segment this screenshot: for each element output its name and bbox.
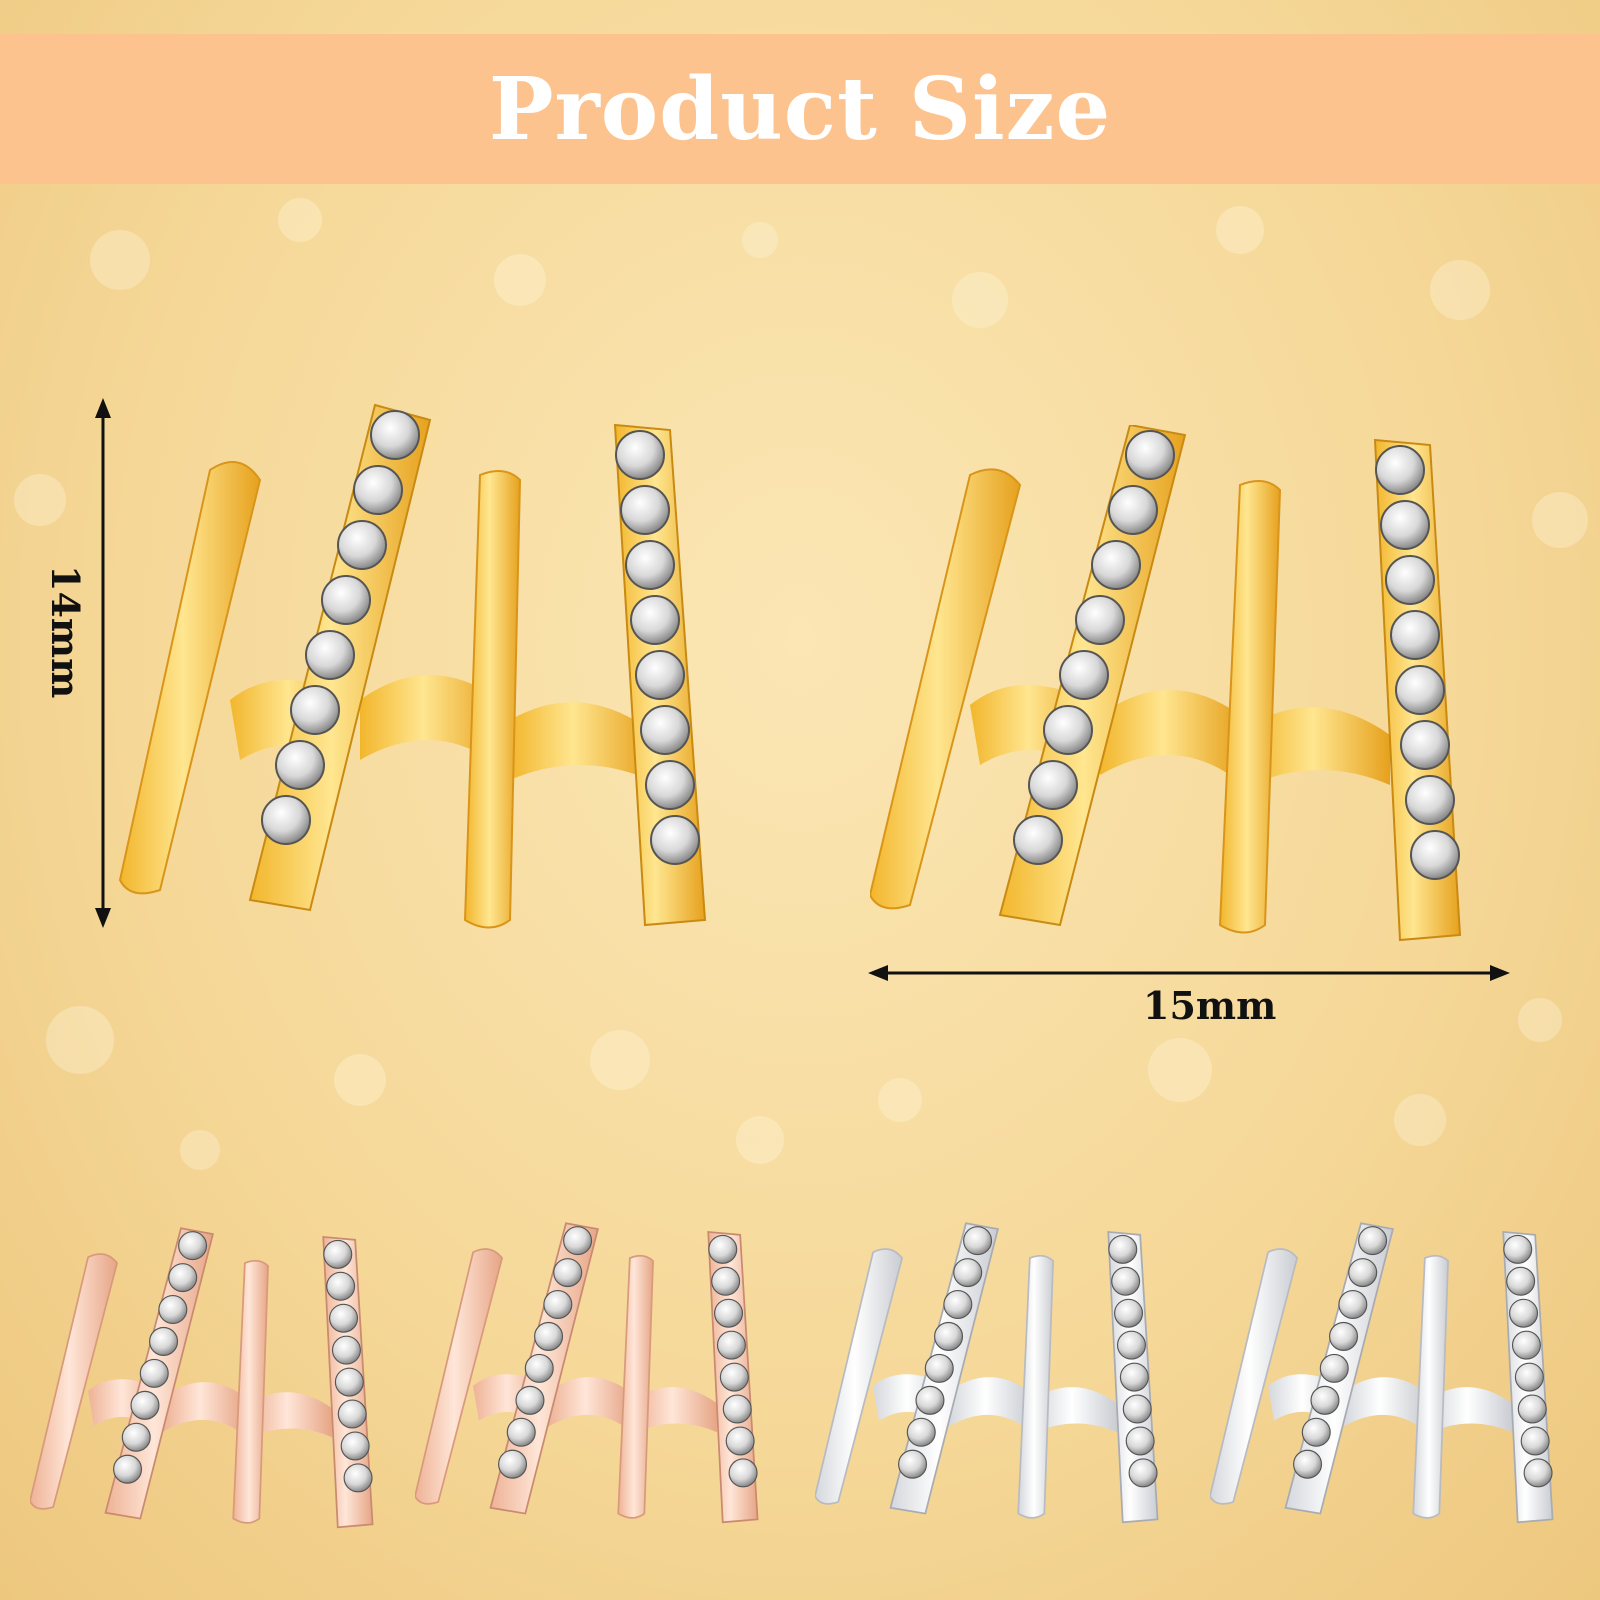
earring-silver-small-2 <box>1210 1222 1554 1524</box>
earring-silver-small-1 <box>815 1222 1159 1524</box>
earring-gold-large-1 <box>118 403 707 929</box>
height-label: 14mm <box>43 565 88 699</box>
earring-rose-small-1 <box>30 1227 374 1529</box>
earring-gold-large-2 <box>870 425 1462 942</box>
title-banner: Product Size <box>0 34 1600 184</box>
earring-rose-small-2 <box>415 1222 759 1524</box>
height-dimension-arrow <box>95 398 111 928</box>
page-title: Product Size <box>488 58 1112 160</box>
width-label: 15mm <box>1143 983 1277 1028</box>
width-dimension-arrow <box>868 965 1510 981</box>
